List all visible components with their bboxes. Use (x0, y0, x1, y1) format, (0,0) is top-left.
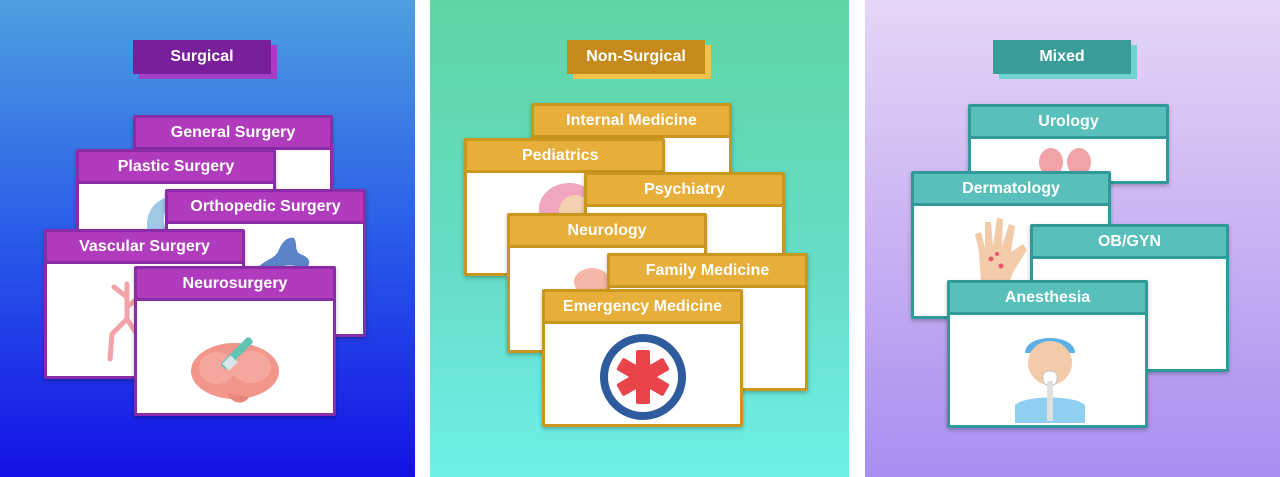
card-title-orthopedic-surgery: Orthopedic Surgery (168, 192, 363, 224)
card-emergency-medicine: Emergency Medicine (542, 289, 743, 427)
non-surgical-panel: Non-Surgical Internal Medicine Pediatric… (430, 0, 849, 477)
brain-scalpel-icon (191, 337, 279, 403)
patient-mask-icon (1015, 338, 1085, 423)
surgical-panel: Surgical General Surgery Plastic Surgery… (0, 0, 415, 477)
card-title-psychiatry: Psychiatry (587, 175, 782, 207)
card-title-plastic-surgery: Plastic Surgery (79, 152, 273, 184)
card-title-family-medicine: Family Medicine (610, 256, 805, 288)
brain-icon (574, 268, 610, 290)
card-title-anesthesia: Anesthesia (950, 283, 1145, 315)
card-title-pediatrics: Pediatrics (467, 141, 662, 173)
card-title-urology: Urology (971, 107, 1166, 139)
bone-icon (256, 237, 310, 273)
card-title-neurology: Neurology (510, 216, 704, 248)
mixed-heading: Mixed (993, 40, 1131, 74)
card-title-ob-gyn: OB/GYN (1033, 227, 1226, 259)
card-anesthesia: Anesthesia (947, 280, 1148, 428)
surgical-heading-badge: Surgical (133, 40, 277, 79)
surgical-heading: Surgical (133, 40, 271, 74)
kidneys-icon (1039, 148, 1091, 176)
card-title-internal-medicine: Internal Medicine (534, 106, 729, 138)
card-title-vascular-surgery: Vascular Surgery (47, 232, 242, 264)
hand-skin-icon (975, 218, 1027, 284)
card-neurosurgery: Neurosurgery (134, 266, 336, 416)
card-title-dermatology: Dermatology (914, 174, 1108, 206)
card-title-emergency-medicine: Emergency Medicine (545, 292, 740, 324)
non-surgical-heading: Non-Surgical (567, 40, 705, 74)
star-of-life-icon (600, 334, 686, 420)
mixed-panel: Mixed Urology Dermatology OB/GYN Anes (865, 0, 1280, 477)
non-surgical-heading-badge: Non-Surgical (567, 40, 711, 79)
card-title-neurosurgery: Neurosurgery (137, 269, 333, 301)
mixed-heading-badge: Mixed (993, 40, 1137, 79)
card-title-general-surgery: General Surgery (136, 118, 330, 150)
